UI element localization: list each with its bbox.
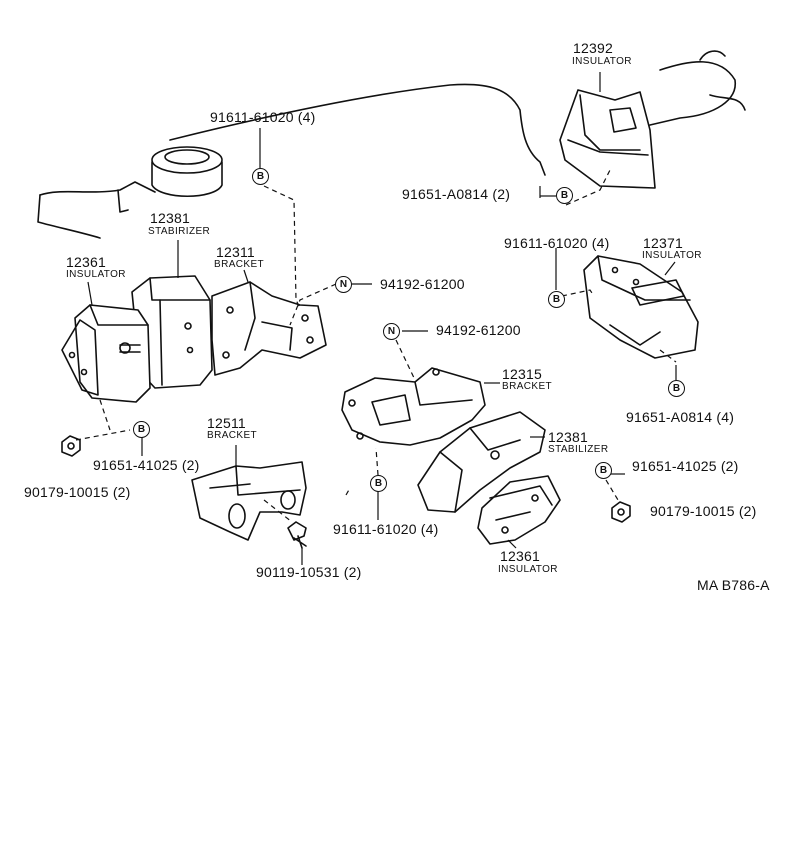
engine-outline [37,83,546,239]
nut-symbol: N [383,323,400,340]
bolt-symbol: B [370,475,387,492]
bolt-symbol: B [668,380,685,397]
hardware-drawings [61,435,631,549]
bracket-12315-drawing [341,367,486,446]
insulator-12371-drawing [583,255,699,359]
part-number-12361a: 12361 [66,254,106,270]
part-name-12361b: INSULATOR [498,564,558,575]
diagram-code: MA B786-A [697,577,770,593]
fastener-90119-10531: 90119-10531 (2) [256,564,362,580]
part-number-12381b: 12381 [548,429,588,445]
part-number-12311: 12311 [216,244,255,260]
bolt-symbol: B [133,421,150,438]
fastener-91651-A0814-top: 91651-A0814 (2) [402,186,511,202]
part-name-12371: INSULATOR [642,250,702,261]
part-name-12381a: STABIRIZER [148,226,211,237]
part-number-12315: 12315 [502,366,542,382]
bracket-12511-drawing [191,461,307,541]
nut-symbol: N [335,276,352,293]
fastener-90179-10015-right: 90179-10015 (2) [650,503,757,519]
fastener-94192-61200-lower: 94192-61200 [436,322,521,338]
fastener-91611-61020-top: 91611-61020 (4) [210,109,316,125]
insulator-12361a-drawing [61,304,151,403]
part-number-12381a: 12381 [150,210,190,226]
part-name-12361a: INSULATOR [66,269,126,280]
insulator-12361b-drawing [477,475,561,545]
insulator-12392-drawing [559,50,746,189]
stabilizer-12381b-drawing [417,411,546,513]
part-number-12392: 12392 [573,40,613,56]
leader-lines [75,72,677,565]
fastener-90179-10015-left: 90179-10015 (2) [24,484,131,500]
fastener-91651-A0814-right: 91651-A0814 (4) [626,409,735,425]
part-name-12511: BRACKET [207,430,258,441]
fastener-94192-61200-upper: 94192-61200 [380,276,465,292]
fastener-91651-41025-left: 91651-41025 (2) [93,457,200,473]
stabirizer-12381-drawing [131,275,213,389]
fastener-91611-61020-bottom: 91611-61020 (4) [333,521,439,537]
bolt-symbol: B [548,291,565,308]
bolt-symbol: B [595,462,612,479]
part-name-12315: BRACKET [502,381,553,392]
fastener-91611-61020-right: 91611-61020 (4) [504,235,610,251]
bolt-symbol: B [252,168,269,185]
fastener-91651-41025-right: 91651-41025 (2) [632,458,739,474]
bolt-symbol: B [556,187,573,204]
part-name-12392: INSULATOR [572,56,632,67]
part-number-12511: 12511 [207,415,246,431]
part-number-12371: 12371 [643,235,683,251]
part-name-12311: BRACKET [214,259,265,270]
part-name-12381b: STABILIZER [548,444,609,455]
part-number-12361b: 12361 [500,548,540,564]
